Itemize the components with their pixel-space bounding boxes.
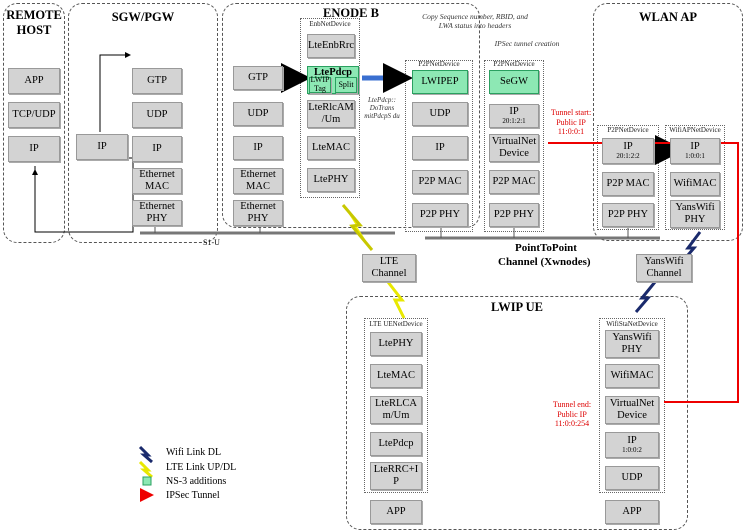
enb-net-device-label: EnbNetDevice [309, 20, 351, 28]
remote-app-box: APP [8, 68, 60, 94]
pdcp-func-note: LtePdcp:: DoTrans mitPdcpS du [364, 96, 400, 121]
legend-wifi: Wifi Link DL [166, 447, 222, 458]
enb-eth-phy-box: Ethernet PHY [233, 200, 283, 226]
remote-tcp-udp-box: TCP/UDP [8, 102, 60, 128]
sgw-title: SGW/PGW [111, 10, 175, 24]
sgw-region [68, 3, 218, 243]
legend-lte: LTE Link UP/DL [166, 462, 237, 473]
ue-lte-rlc-box: LteRLCA m/Um [370, 396, 422, 424]
enodeb-title: ENODE B [323, 6, 379, 20]
enb-udp2-box: UDP [412, 102, 468, 126]
split-box: Split [335, 77, 357, 93]
lte-ue-device-frame [364, 318, 428, 493]
enb-ip-box: IP [233, 136, 283, 160]
wifi-sta-device-label: WifiStaNetDevice [606, 320, 658, 328]
p2p-channel-label-2: Channel (Xwnodes) [498, 256, 591, 268]
lwip-ue-region [346, 296, 688, 530]
wifi-ap-device-frame [665, 125, 725, 230]
ap-wifi-mac-box: WifiMAC [670, 172, 720, 196]
enodeb-region [222, 3, 480, 228]
segw-p2p-phy-box: P2P PHY [489, 203, 539, 227]
p2p-device-3-label: P2PNetDevice [607, 126, 649, 134]
lte-rlc-box: LteRlcAM /Um [307, 100, 355, 128]
enb-ip2-box: IP [412, 136, 468, 160]
ue-lte-pdcp-box: LtePdcp [370, 432, 422, 456]
sgw-eth-mac-box: Ethernet MAC [132, 168, 182, 194]
segw-vnd-box: VirtualNet Device [489, 134, 539, 162]
ue-wifi-mac-box: WifiMAC [605, 364, 659, 388]
lte-channel-box: LTE Channel [362, 254, 416, 282]
lte-enb-rrc-box: LteEnbRrc [307, 34, 355, 58]
enb-lte-mac-box: LteMAC [307, 136, 355, 160]
lte-ue-device-label: LTE UENetDevice [369, 320, 423, 328]
lwipep-box: LWIPEP [412, 70, 468, 94]
ipsec-note: IPSec tunnel creation [494, 39, 560, 48]
remote-host-region [3, 3, 65, 243]
segw-box: SeGW [489, 70, 539, 94]
segw-p2p-mac-box: P2P MAC [489, 170, 539, 194]
ue-vnd-box: VirtualNet Device [605, 396, 659, 424]
remote-host-title: REMOTE HOST [6, 8, 62, 37]
p2p-device-1-label: P2PNetDevice [418, 60, 460, 68]
ue-app2-box: APP [605, 500, 659, 524]
remote-ip-box: IP [8, 136, 60, 162]
copy-seq-note: Copy Sequence number, RBID, and LWA stat… [422, 12, 528, 30]
p2p-device-1-frame [405, 60, 473, 232]
enb-gtp-box: GTP [233, 66, 283, 90]
wlan-ap-region [593, 3, 743, 241]
ue-lte-rrc-box: LteRRC+I P [370, 462, 422, 490]
sgw-udp-box: UDP [132, 102, 182, 128]
ap-p2p-phy-box: P2P PHY [602, 203, 654, 227]
enb-p2p-phy-box: P2P PHY [412, 203, 468, 227]
enb-eth-mac-box: Ethernet MAC [233, 168, 283, 194]
enb-p2p-mac-box: P2P MAC [412, 170, 468, 194]
wifi-ap-device-label: WifiAPNetDevice [669, 126, 721, 134]
sgw-gtp-box: GTP [132, 68, 182, 94]
enb-lte-phy-box: LtePHY [307, 168, 355, 192]
enb-net-device-frame [300, 18, 360, 198]
lwip-tag-box: LWIP Tag [309, 75, 331, 93]
enb-udp-box: UDP [233, 102, 283, 126]
ue-yans-phy-box: YansWifi PHY [605, 330, 659, 358]
ap-yans-phy-box: YansWifi PHY [670, 200, 720, 228]
ue-lte-phy-box: LtePHY [370, 332, 422, 356]
wifi-channel-box: YansWifi Channel [636, 254, 692, 282]
sgw-ip-left-box: IP [76, 134, 128, 160]
lwip-ue-title: LWIP UE [491, 300, 543, 314]
s1u-label: S1-U [203, 238, 220, 247]
ue-app-box: APP [370, 500, 422, 524]
legend-ipsec: IPSec Tunnel [166, 490, 220, 501]
ue-lte-mac-box: LteMAC [370, 364, 422, 388]
p2p-device-2-label: P2PNetDevice [493, 60, 535, 68]
legend-ns3: NS-3 additions [166, 476, 227, 487]
wifi-sta-device-frame [599, 318, 665, 493]
sgw-eth-phy-box: Ethernet PHY [132, 200, 182, 226]
ue-udp-box: UDP [605, 466, 659, 490]
wlan-ap-title: WLAN AP [639, 10, 697, 24]
ap-p2p-mac-box: P2P MAC [602, 172, 654, 196]
sgw-ip-box: IP [132, 136, 182, 162]
p2p-channel-label-1: PointToPoint [515, 242, 577, 254]
